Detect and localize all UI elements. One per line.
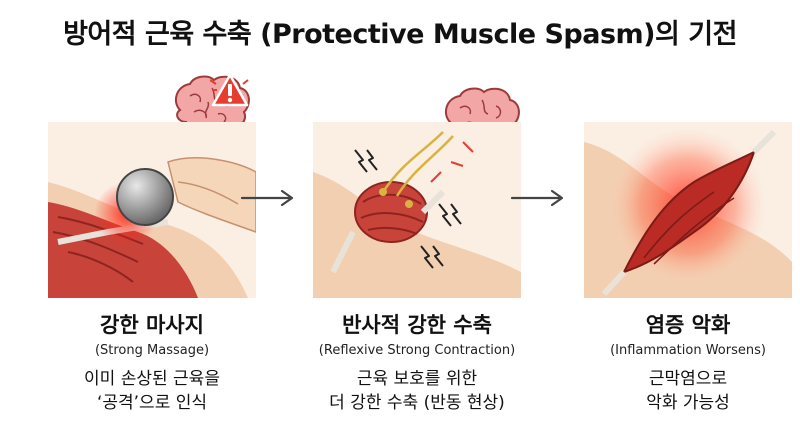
step-description-line-1: 근막염으로 xyxy=(648,369,728,389)
step-title: 강한 마사지 xyxy=(100,313,204,337)
step-description-line-2: 악화 가능성 xyxy=(646,393,730,413)
step-subtitle: (Strong Massage) xyxy=(94,343,210,358)
arrow-right-icon xyxy=(510,189,564,207)
step-description-line-2: 더 강한 수축 (반동 현상) xyxy=(329,393,505,413)
lightning-icon xyxy=(438,203,462,227)
page-title: 방어적 근육 수축 (Protective Muscle Spasm)의 기전 xyxy=(63,19,737,50)
step-caption-1: 강한 마사지 (Strong Massage) 이미 손상된 근육을 ‘공격’으… xyxy=(17,312,287,415)
step-subtitle: (Reflexive Strong Contraction) xyxy=(318,343,516,358)
arrow-right-icon xyxy=(240,189,294,207)
step-caption-3: 염증 악화 (Inflammation Worsens) 근막염으로 악화 가능… xyxy=(553,312,800,415)
step-caption-2: 반사적 강한 수축 (Reflexive Strong Contraction)… xyxy=(282,312,552,415)
warning-icon xyxy=(210,73,249,107)
step-title: 반사적 강한 수축 xyxy=(342,313,492,337)
step-description-line-1: 이미 손상된 근육을 xyxy=(84,369,220,389)
step-description-line-1: 근육 보호를 위한 xyxy=(356,369,478,389)
massage-ball-icon xyxy=(116,168,174,226)
panel-inflammation xyxy=(584,122,792,298)
step-title: 염증 악화 xyxy=(645,313,731,337)
lightning-icon xyxy=(354,149,378,173)
step-subtitle: (Inflammation Worsens) xyxy=(610,343,766,358)
step-description-line-2: ‘공격’으로 인식 xyxy=(96,393,208,413)
lightning-icon xyxy=(420,245,444,269)
panel-strong-massage xyxy=(48,122,256,298)
panel-reflexive-contraction xyxy=(313,122,521,298)
